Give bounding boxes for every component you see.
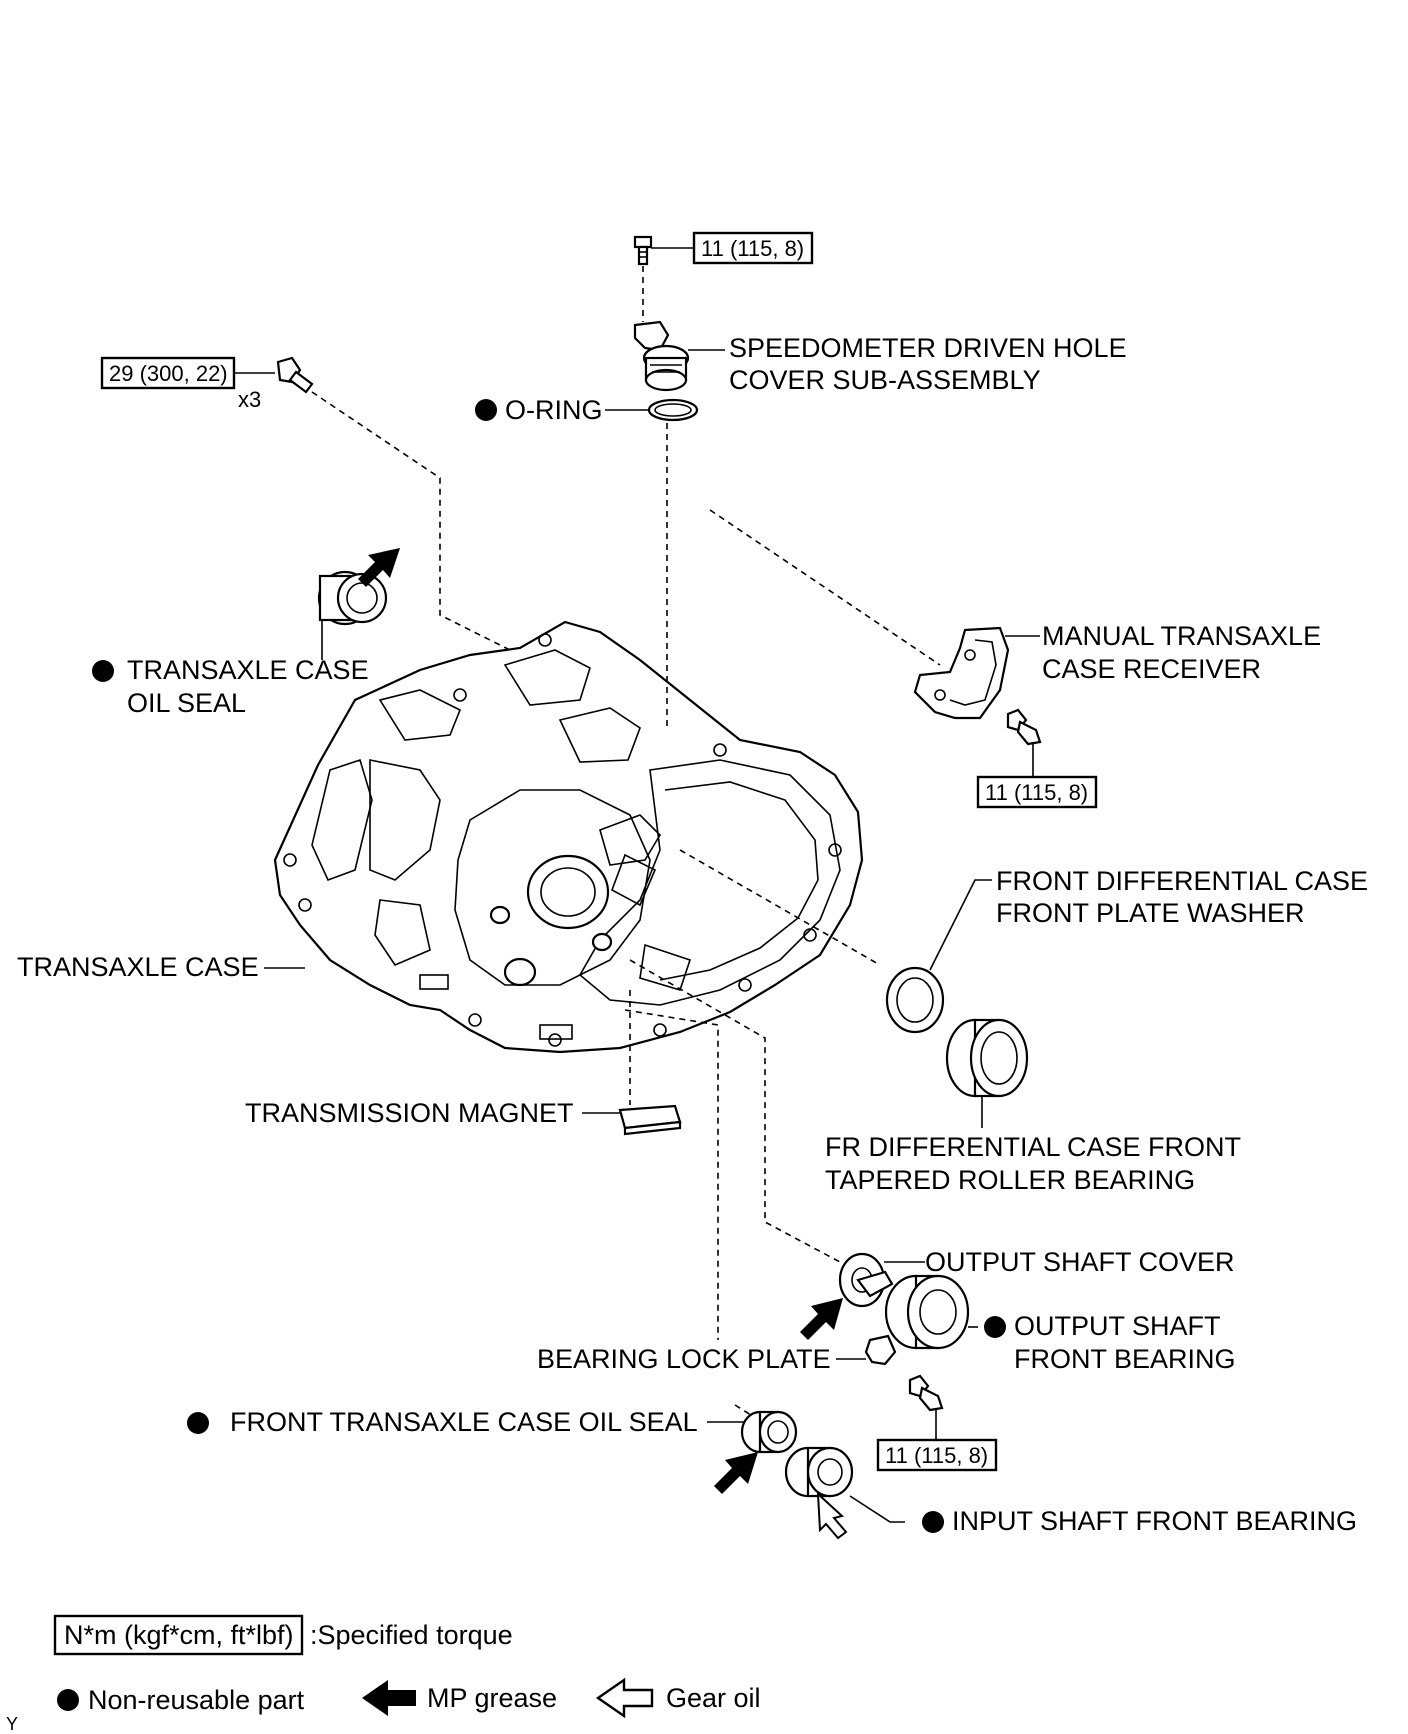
gear-oil-arrow-icon <box>816 1491 848 1540</box>
legend-non-reusable-text: Non-reusable part <box>88 1685 305 1715</box>
figure-id: Y <box>6 1714 18 1734</box>
speedometer-cover-icon <box>633 320 690 392</box>
output-bearing-label-l1: OUTPUT SHAFT <box>1014 1311 1221 1341</box>
washer-label-l1: FRONT DIFFERENTIAL CASE <box>996 866 1368 896</box>
diff-bearing-label-l1: FR DIFFERENTIAL CASE FRONT <box>825 1132 1241 1162</box>
legend-torque-box-text: N*m (kgf*cm, ft*lbf) <box>64 1620 294 1650</box>
transaxle-case-drawing <box>273 620 864 1054</box>
speedometer-cover-label-l1: SPEEDOMETER DRIVEN HOLE <box>729 333 1127 363</box>
magnet-label: TRANSMISSION MAGNET <box>245 1098 574 1128</box>
legend-gear-oil-arrow-icon <box>595 1677 654 1719</box>
legend: N*m (kgf*cm, ft*lbf) :Specified torque N… <box>53 1614 761 1719</box>
transaxle-case-label: TRANSAXLE CASE <box>17 952 259 982</box>
lock-plate-icon <box>864 1334 897 1366</box>
front-plate-washer-icon <box>885 966 945 1034</box>
input-bearing-label: INPUT SHAFT FRONT BEARING <box>952 1506 1357 1536</box>
non-reusable-mark-output-bearing <box>984 1316 1006 1338</box>
mp-grease-arrow-icon-output-cover <box>800 1298 843 1340</box>
diff-bearing-icon <box>945 1018 1029 1098</box>
output-cover-label: OUTPUT SHAFT COVER <box>925 1247 1235 1277</box>
non-reusable-mark-input-bearing <box>922 1511 944 1533</box>
case-oil-seal-label-l2: OIL SEAL <box>127 688 246 718</box>
mp-grease-arrow-icon <box>358 548 400 587</box>
speedometer-bolt-torque-box <box>692 231 814 265</box>
case-receiver-icon <box>913 626 1010 720</box>
o-ring-label: O-RING <box>505 395 603 425</box>
input-bearing-icon <box>784 1446 854 1498</box>
front-oil-seal-icon <box>740 1410 798 1454</box>
lock-plate-label: BEARING LOCK PLATE <box>537 1344 831 1374</box>
speedometer-bolt-icon <box>633 235 653 266</box>
output-bearing-icon <box>884 1274 970 1350</box>
non-reusable-mark-o-ring <box>475 399 497 421</box>
lock-plate-bolt-torque-box <box>876 1438 998 1472</box>
mp-grease-arrow-icon-front-seal <box>714 1452 758 1494</box>
speedometer-cover-label-l2: COVER SUB-ASSEMBLY <box>729 365 1041 395</box>
legend-gear-oil-text: Gear oil <box>666 1683 761 1713</box>
case-bolt-torque-box <box>100 356 236 390</box>
case-receiver-label-l1: MANUAL TRANSAXLE <box>1042 621 1321 651</box>
output-bearing-label-l2: FRONT BEARING <box>1014 1344 1236 1374</box>
washer-label-l2: FRONT PLATE WASHER <box>996 898 1305 928</box>
legend-non-reusable-dot-icon <box>57 1689 79 1711</box>
receiver-bolt-torque-box <box>976 775 1098 809</box>
non-reusable-mark-front-oil-seal <box>187 1412 209 1434</box>
speedometer-bolt-torque: 11 (115, 8) <box>701 236 804 261</box>
lock-plate-bolt-torque: 11 (115, 8) <box>885 1443 988 1468</box>
transaxle-case-oil-seal-icon <box>317 570 388 626</box>
non-reusable-mark-oil-seal <box>92 660 114 682</box>
legend-torque-box <box>53 1614 304 1656</box>
legend-mp-grease-text: MP grease <box>427 1683 557 1713</box>
case-oil-seal-label-l1: TRANSAXLE CASE <box>127 655 369 685</box>
front-oil-seal-label: FRONT TRANSAXLE CASE OIL SEAL <box>230 1407 698 1437</box>
receiver-bolt-icon <box>1006 708 1042 746</box>
case-receiver-label-l2: CASE RECEIVER <box>1042 654 1261 684</box>
legend-torque-desc: :Specified torque <box>310 1620 513 1650</box>
receiver-bolt-torque: 11 (115, 8) <box>985 780 1088 805</box>
magnet-icon <box>618 1104 682 1136</box>
lock-plate-bolt-icon <box>908 1374 944 1412</box>
o-ring-icon <box>647 398 699 422</box>
case-bolt-icon <box>276 356 314 394</box>
output-shaft-cover-icon <box>838 1252 894 1308</box>
diff-bearing-label-l2: TAPERED ROLLER BEARING <box>825 1165 1195 1195</box>
legend-mp-grease-arrow-icon <box>362 1680 416 1716</box>
case-bolt-torque: 29 (300, 22) <box>109 361 228 386</box>
case-bolt-qty: x3 <box>238 387 261 412</box>
